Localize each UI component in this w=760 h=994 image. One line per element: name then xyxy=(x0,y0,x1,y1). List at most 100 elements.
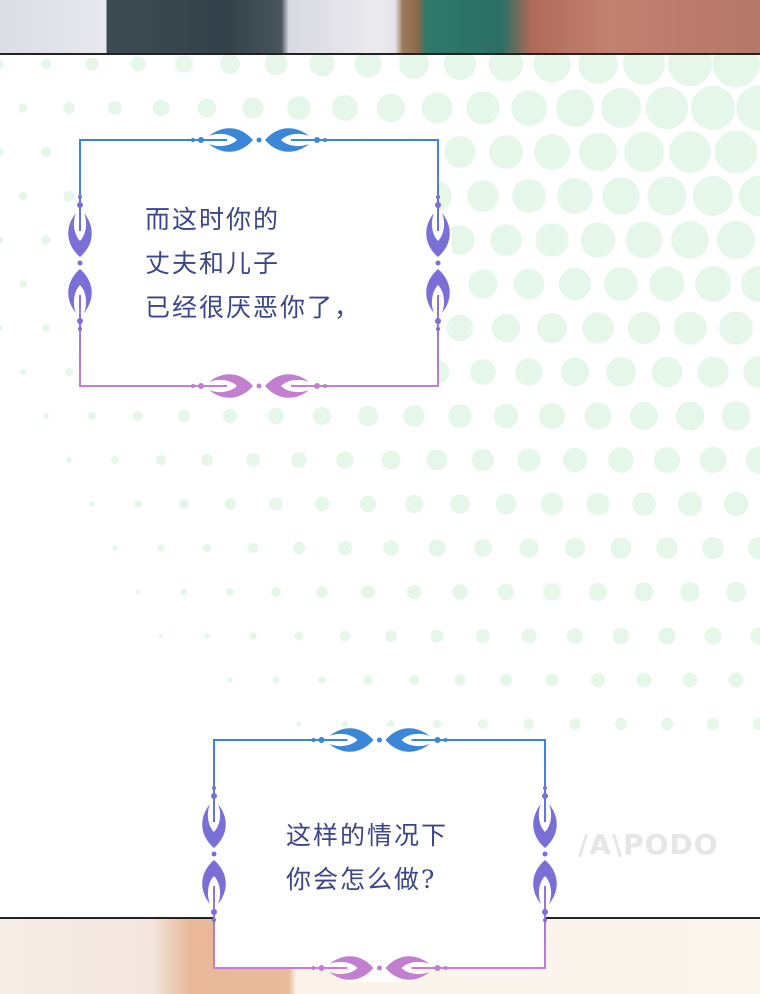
caption-line: 而这时你的 xyxy=(145,205,281,234)
halftone-dot xyxy=(752,717,760,731)
halftone-dot xyxy=(376,93,406,123)
halftone-dot xyxy=(533,54,571,83)
halftone-dot xyxy=(521,628,537,644)
flourish-ornament-icon xyxy=(66,195,94,331)
halftone-dot xyxy=(204,633,210,639)
halftone-dot xyxy=(408,674,420,686)
halftone-dot xyxy=(85,57,99,71)
halftone-dot xyxy=(473,538,493,558)
halftone-dot xyxy=(523,718,535,730)
halftone-dot xyxy=(669,131,711,173)
halftone-dot xyxy=(354,54,382,78)
halftone-dot xyxy=(515,358,543,386)
halftone-dot xyxy=(602,177,640,215)
halftone-dot xyxy=(406,584,422,600)
halftone-dot xyxy=(706,717,720,731)
halftone-dot xyxy=(636,672,652,688)
ornate-frame xyxy=(66,126,452,400)
halftone-dot xyxy=(623,131,665,173)
halftone-dot xyxy=(499,673,513,687)
flourish-ornament-icon xyxy=(531,786,559,922)
halftone-dot xyxy=(712,54,760,88)
halftone-dot xyxy=(156,455,166,465)
halftone-dot xyxy=(545,673,559,687)
podo-watermark: /A\PODO xyxy=(578,828,719,861)
halftone-dot xyxy=(271,587,281,597)
flourish-ornament-icon xyxy=(424,195,452,331)
halftone-dot xyxy=(677,491,703,517)
halftone-dot xyxy=(658,627,676,645)
halftone-dot xyxy=(534,134,570,170)
halftone-dot xyxy=(291,452,307,468)
halftone-dot xyxy=(560,357,590,387)
halftone-dot xyxy=(448,404,472,428)
halftone-dot xyxy=(478,719,488,729)
halftone-dot xyxy=(267,407,285,425)
halftone-dot xyxy=(359,495,377,513)
halftone-dot xyxy=(736,85,760,131)
halftone-dot xyxy=(0,325,3,331)
halftone-dot xyxy=(197,98,217,118)
halftone-dot xyxy=(538,402,566,430)
halftone-dot xyxy=(363,675,373,685)
halftone-dot xyxy=(89,501,95,507)
halftone-dot xyxy=(227,677,233,683)
halftone-dot xyxy=(430,629,444,643)
caption-line: 已经很厌恶你了， xyxy=(145,293,362,322)
halftone-dot xyxy=(339,630,351,642)
halftone-dot xyxy=(600,87,642,129)
flourish-ornament-icon xyxy=(191,126,327,154)
halftone-dot xyxy=(586,492,610,516)
caption-text-1: 而这时你的 丈夫和儿子 已经很厌恶你了， xyxy=(145,198,361,330)
halftone-dot xyxy=(66,457,72,463)
halftone-dot xyxy=(292,541,306,555)
halftone-dot xyxy=(428,539,446,557)
halftone-dot xyxy=(743,356,760,388)
halftone-dot xyxy=(40,58,52,70)
halftone-dot xyxy=(247,542,259,554)
halftone-dot xyxy=(294,631,304,641)
halftone-dot xyxy=(381,450,401,470)
halftone-dot xyxy=(495,493,517,515)
halftone-dot xyxy=(695,266,731,302)
halftone-dot xyxy=(0,236,4,244)
halftone-dot xyxy=(224,498,236,510)
halftone-dot xyxy=(513,268,545,300)
halftone-dot xyxy=(312,406,332,426)
halftone-dot xyxy=(222,408,238,424)
halftone-dot xyxy=(467,180,499,212)
halftone-dot xyxy=(18,103,28,113)
halftone-dot xyxy=(309,54,335,77)
halftone-dot xyxy=(623,54,665,85)
halftone-dot xyxy=(264,54,288,76)
halftone-dot xyxy=(180,588,188,596)
halftone-dot xyxy=(63,190,75,202)
halftone-dot xyxy=(541,493,563,515)
halftone-dot xyxy=(656,537,678,559)
caption-box-1: 而这时你的 丈夫和儿子 已经很厌恶你了， xyxy=(66,126,452,400)
flourish-ornament-icon xyxy=(311,726,448,754)
halftone-dot xyxy=(497,583,515,601)
halftone-dot xyxy=(361,585,375,599)
halftone-dot xyxy=(517,448,541,472)
halftone-dot xyxy=(653,446,681,474)
halftone-dot xyxy=(699,446,727,474)
halftone-dot xyxy=(225,587,235,597)
halftone-dot xyxy=(108,101,122,115)
halftone-dot xyxy=(179,499,189,509)
halftone-dot xyxy=(468,269,498,299)
halftone-dot xyxy=(443,54,477,81)
halftone-dot xyxy=(606,357,636,387)
halftone-dot xyxy=(588,582,608,602)
caption-line: 这样的情况下 xyxy=(286,821,449,850)
halftone-dot xyxy=(584,402,612,430)
halftone-dot xyxy=(750,627,760,645)
halftone-dot xyxy=(249,632,257,640)
halftone-dot xyxy=(716,220,756,260)
halftone-dot xyxy=(111,456,119,464)
halftone-dot xyxy=(537,313,567,343)
halftone-dot xyxy=(557,178,593,214)
halftone-dot xyxy=(201,454,213,466)
halftone-dot xyxy=(702,537,724,559)
halftone-dot xyxy=(690,85,736,131)
